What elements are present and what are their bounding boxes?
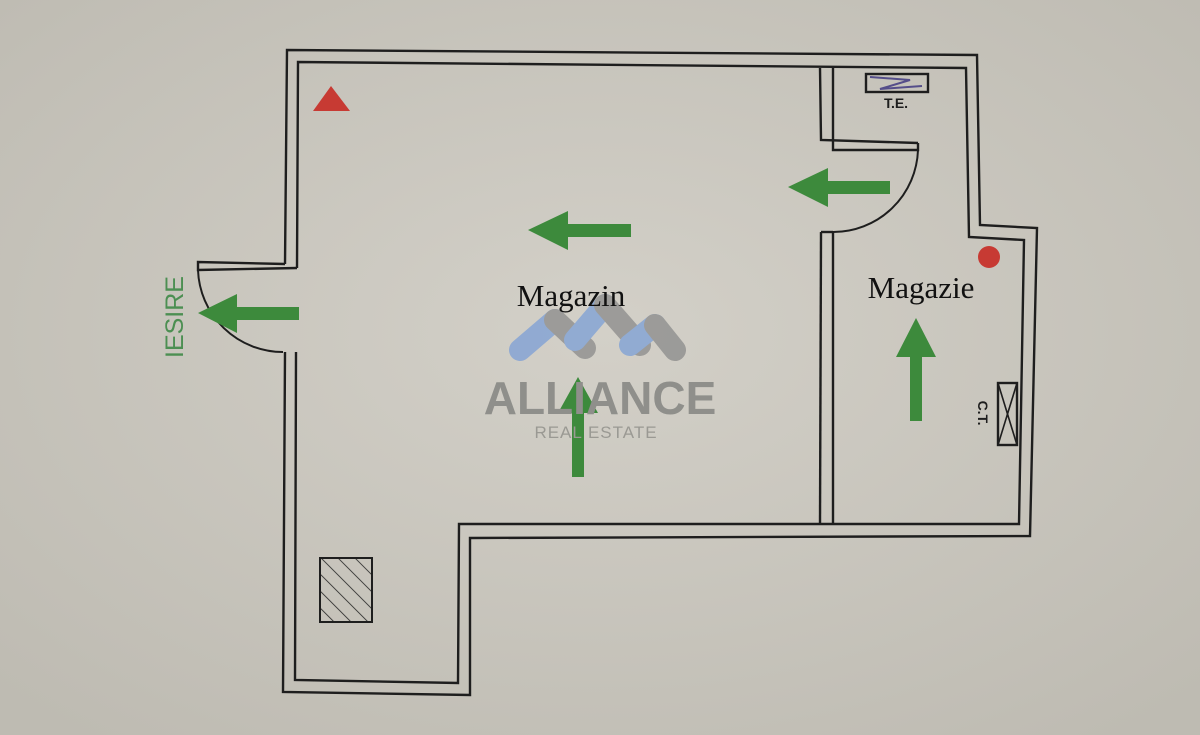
arrow-left-icon — [198, 294, 299, 333]
electric-panel-icon — [864, 72, 930, 94]
electric-panel-label: T.E. — [884, 95, 908, 111]
electric-symbol-icon — [869, 76, 923, 90]
stairs-hatch-icon — [319, 557, 373, 623]
watermark-logo: ALLIANCE REAL ESTATE — [484, 294, 717, 442]
alarm-dot-icon — [978, 246, 1000, 268]
arrow-left-icon — [788, 168, 890, 207]
fire-extinguisher-triangle-icon — [313, 86, 350, 111]
evacuation-arrows — [198, 168, 936, 477]
exit-door-swing — [197, 269, 284, 353]
walls — [196, 48, 1039, 697]
room-label-magazie: Magazie — [868, 270, 975, 305]
heating-unit-icon — [996, 381, 1019, 447]
heating-unit-label: C.T. — [975, 401, 991, 426]
heating-cross-line — [997, 382, 1018, 446]
watermark-tagline: REAL ESTATE — [534, 423, 657, 442]
storage-door-swing — [832, 149, 919, 233]
exit-label: IESIRE — [161, 276, 189, 358]
room-label-magazin: Magazin — [517, 278, 626, 313]
arrow-left-icon — [528, 211, 631, 250]
arrow-up-icon — [558, 377, 598, 477]
watermark-brand: ALLIANCE — [484, 372, 717, 424]
arrow-up-icon — [896, 318, 936, 421]
